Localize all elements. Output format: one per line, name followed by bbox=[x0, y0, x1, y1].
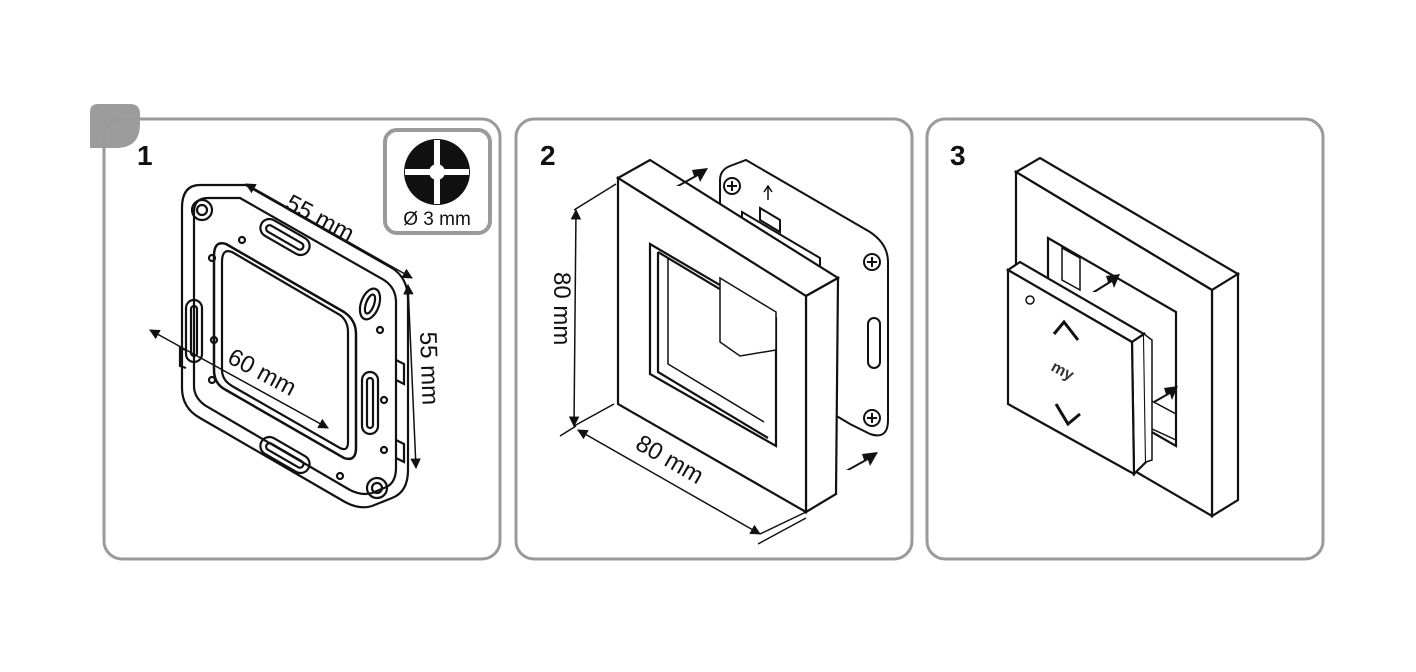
step-2-panel: 2 bbox=[514, 117, 914, 561]
corner-tab bbox=[90, 104, 140, 148]
arrow-bottom bbox=[846, 452, 878, 470]
step-1-dimensions bbox=[149, 183, 421, 470]
step-2-height-label: 80 mm bbox=[548, 272, 575, 345]
arrow-bottom bbox=[1152, 386, 1178, 402]
chevron-up-icon bbox=[1052, 319, 1080, 341]
tool-badge: Ø 3 mm bbox=[383, 128, 492, 235]
chevron-down-icon bbox=[1054, 403, 1081, 427]
cover-frame bbox=[615, 158, 841, 514]
phillips-screw-icon bbox=[404, 139, 470, 205]
led-indicator bbox=[1025, 295, 1035, 305]
remote-switch bbox=[1005, 260, 1153, 477]
mounting-plate bbox=[178, 183, 410, 509]
step-1-panel: 1 Ø 3 mm bbox=[90, 104, 502, 561]
insert-arrows bbox=[676, 168, 878, 470]
step-3-panel: 3 my bbox=[925, 117, 1325, 561]
step-2-dimensions bbox=[559, 183, 807, 545]
insert-arrows bbox=[1092, 274, 1178, 402]
step-1-height-label: 55 mm bbox=[414, 331, 444, 405]
step-3-number: 3 bbox=[950, 140, 966, 171]
arrow-top bbox=[1092, 274, 1120, 292]
tool-size-label: Ø 3 mm bbox=[403, 209, 471, 230]
step-1-number: 1 bbox=[137, 140, 153, 171]
arrow-top bbox=[676, 168, 708, 186]
step-2-number: 2 bbox=[540, 140, 556, 171]
